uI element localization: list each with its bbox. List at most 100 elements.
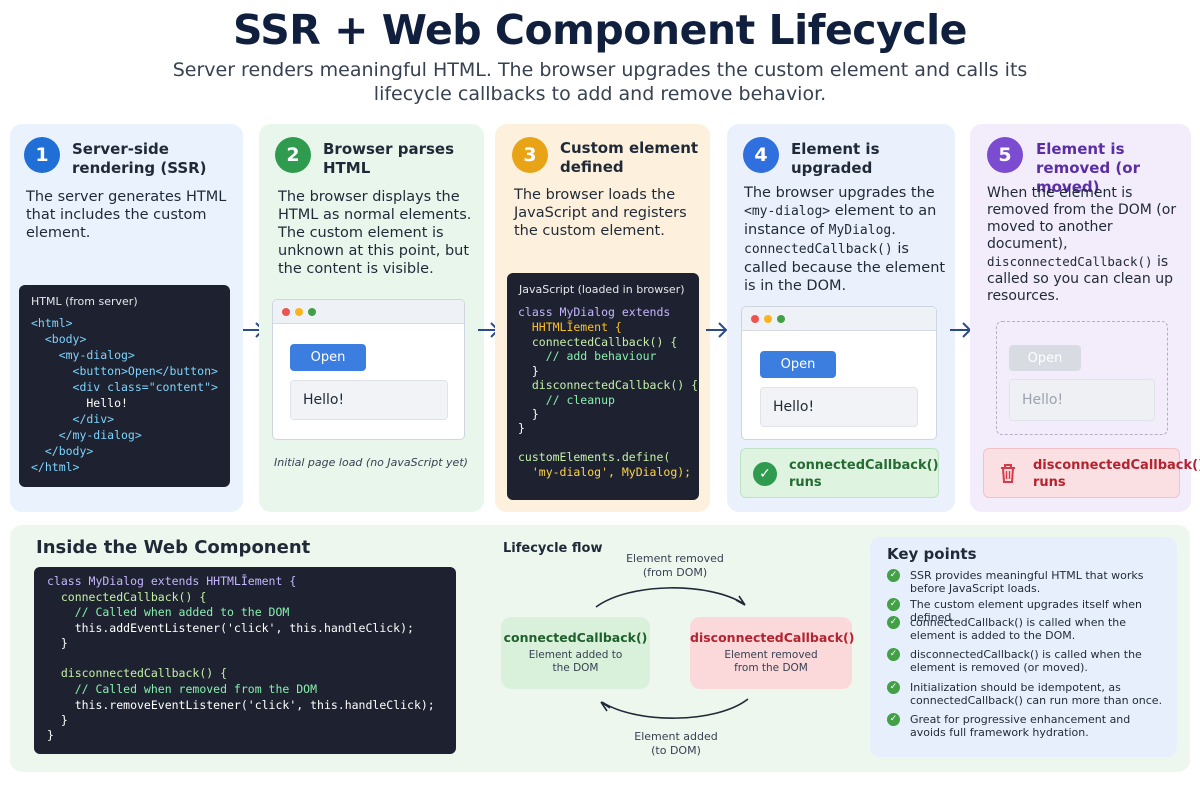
key-point-item: ✓Great for progressive enhancement and a…	[887, 713, 1167, 739]
key-point-item: ✓ SSR provides meaningful HTML that works…	[887, 569, 1157, 595]
step-4-number: 4	[743, 137, 779, 173]
minimize-dot-icon	[764, 315, 772, 323]
html-code-block: HTML (from server) <html> <body> <my-dia…	[19, 285, 230, 487]
code-line: </my-dialog>	[31, 428, 142, 442]
step-4-desc-text: .	[891, 222, 896, 238]
step-5-number: 5	[987, 137, 1023, 173]
initial-load-caption: Initial page load (no JavaScript yet)	[274, 456, 468, 469]
step-1-number: 1	[24, 137, 60, 173]
code-line: class MyDialog extends HHTMLĪement {	[47, 574, 297, 588]
code-line: Hello!	[31, 396, 128, 410]
code-line: </body>	[31, 444, 94, 458]
html-code-header: HTML (from server)	[31, 295, 138, 308]
flow-removed-label: Element removed (from DOM)	[626, 552, 724, 579]
check-icon: ✓	[887, 616, 900, 629]
flow-top-arrow	[595, 587, 746, 608]
code-line: // Called when added to the DOM	[47, 605, 290, 619]
step-3-description: The browser loads the JavaScript and reg…	[514, 187, 687, 239]
code-line: }	[518, 364, 539, 378]
connected-status-text: connectedCallback() runs	[789, 458, 939, 490]
key-points-title: Key points	[887, 545, 977, 563]
key-points-panel: Key points ✓ SSR provides meaningful HTML…	[870, 537, 1177, 757]
key-point-text: The custom element upgrades itself when …	[910, 598, 1142, 624]
key-point-text: SSR provides meaningful HTML that works …	[910, 569, 1144, 595]
step-4-description: The browser upgrades the <my-dialog> ele…	[744, 184, 949, 295]
check-icon: ✓	[887, 681, 900, 694]
component-code-block: class MyDialog extends HHTMLĪement { con…	[34, 567, 456, 754]
code-line: <html>	[31, 316, 73, 330]
code-line: <body>	[31, 332, 87, 346]
step-5-title: Element is removed (or moved)	[1036, 140, 1140, 196]
key-point-text: Great for progressive enhancement and av…	[910, 713, 1131, 739]
page-title: SSR + Web Component Lifecycle	[233, 6, 967, 54]
step-1-description: The server generates HTML that includes …	[26, 189, 227, 241]
connected-node-desc: Element added to the DOM	[528, 649, 623, 674]
step-4-desc-code: <my-dialog>	[744, 204, 831, 219]
check-icon: ✓	[887, 648, 900, 661]
code-line: disconnectedCallback() {	[47, 666, 228, 680]
step-2-description: The browser displays the HTML as normal …	[278, 189, 472, 277]
arrow-right-icon	[706, 322, 728, 338]
code-line: customElements.define(	[518, 450, 671, 464]
code-line: <my-dialog>	[31, 348, 135, 362]
disconnected-callback-node: disconnectedCallback() Element removed f…	[690, 617, 855, 689]
code-line: HHTMLĪement {	[518, 320, 622, 334]
code-line: </div>	[31, 412, 115, 426]
step-5-desc-text: When the element is removed from the DOM…	[987, 185, 1177, 252]
step-2-title: Browser parses HTML	[323, 140, 455, 177]
browser-window: Open Hello!	[272, 299, 465, 440]
step-2-card: 2 Browser parses HTML The browser displa…	[259, 124, 484, 512]
code-line: }	[47, 636, 68, 650]
dialog-content: Hello!	[290, 380, 448, 420]
code-line: <button>Open</button>	[31, 364, 218, 378]
open-button-disabled: Open	[1009, 345, 1081, 371]
key-point-text: disconnectedCallback() is called when th…	[910, 648, 1142, 674]
step-4-desc-code: MyDialog	[828, 223, 892, 238]
step-4-desc-code: connectedCallback()	[744, 242, 893, 257]
js-code-block: JavaScript (loaded in browser) class MyD…	[507, 273, 699, 500]
connected-node-name: connectedCallback()	[503, 630, 648, 645]
code-line: 'my-dialog', MyDialog);	[518, 465, 692, 479]
key-point-item: ✓connectedCallback() is called when the …	[887, 616, 1167, 642]
page-subtitle: Server renders meaningful HTML. The brow…	[172, 59, 1028, 105]
step-4-desc-text: element to an instance of	[744, 203, 937, 238]
code-line: connectedCallback() {	[518, 335, 678, 349]
code-line: }	[47, 728, 54, 742]
inside-component-title: Inside the Web Component	[36, 537, 311, 558]
code-line: </html>	[31, 460, 80, 474]
code-line: class MyDialog extends	[518, 305, 671, 319]
maximize-dot-icon	[308, 308, 316, 316]
browser-toolbar	[273, 300, 464, 324]
minimize-dot-icon	[295, 308, 303, 316]
disconnected-status-text: disconnectedCallback() runs	[1033, 458, 1200, 490]
removed-element-placeholder: Open Hello!	[996, 321, 1168, 435]
connected-status-box: ✓ connectedCallback() runs	[740, 448, 939, 498]
code-line: // cleanup	[518, 393, 615, 407]
maximize-dot-icon	[777, 315, 785, 323]
check-icon: ✓	[887, 569, 900, 582]
disconnected-node-desc: Element removed from the DOM	[724, 649, 818, 674]
open-button[interactable]: Open	[760, 351, 836, 378]
disconnected-status-box: disconnectedCallback() runs	[983, 448, 1200, 498]
code-line: }	[518, 407, 539, 421]
step-1-card: 1 Server-side rendering (SSR) The server…	[10, 124, 243, 512]
dialog-content-faded: Hello!	[1009, 379, 1155, 421]
step-3-number: 3	[512, 137, 548, 173]
code-line: connectedCallback() {	[47, 590, 207, 604]
browser-toolbar	[742, 307, 936, 331]
close-dot-icon	[282, 308, 290, 316]
code-line: }	[47, 713, 68, 727]
step-3-card: 3 Custom element defined The browser loa…	[495, 124, 710, 512]
open-button[interactable]: Open	[290, 344, 366, 371]
step-3-title: Custom element defined	[560, 139, 699, 176]
lifecycle-flow-title: Lifecycle flow	[503, 541, 603, 556]
step-4-desc-text: is called because the element is in the …	[744, 241, 946, 294]
step-2-number: 2	[275, 137, 311, 173]
step-5-desc-text: is called so you can clean up resources.	[987, 254, 1173, 304]
flow-bottom-arrow	[600, 698, 749, 719]
step-4-desc-text: The browser upgrades the	[744, 185, 935, 201]
step-1-title: Server-side rendering (SSR)	[72, 140, 207, 177]
step-4-title: Element is upgraded	[791, 140, 880, 177]
disconnected-node-name: disconnectedCallback()	[690, 630, 855, 645]
step-5-description: When the element is removed from the DOM…	[987, 185, 1187, 305]
